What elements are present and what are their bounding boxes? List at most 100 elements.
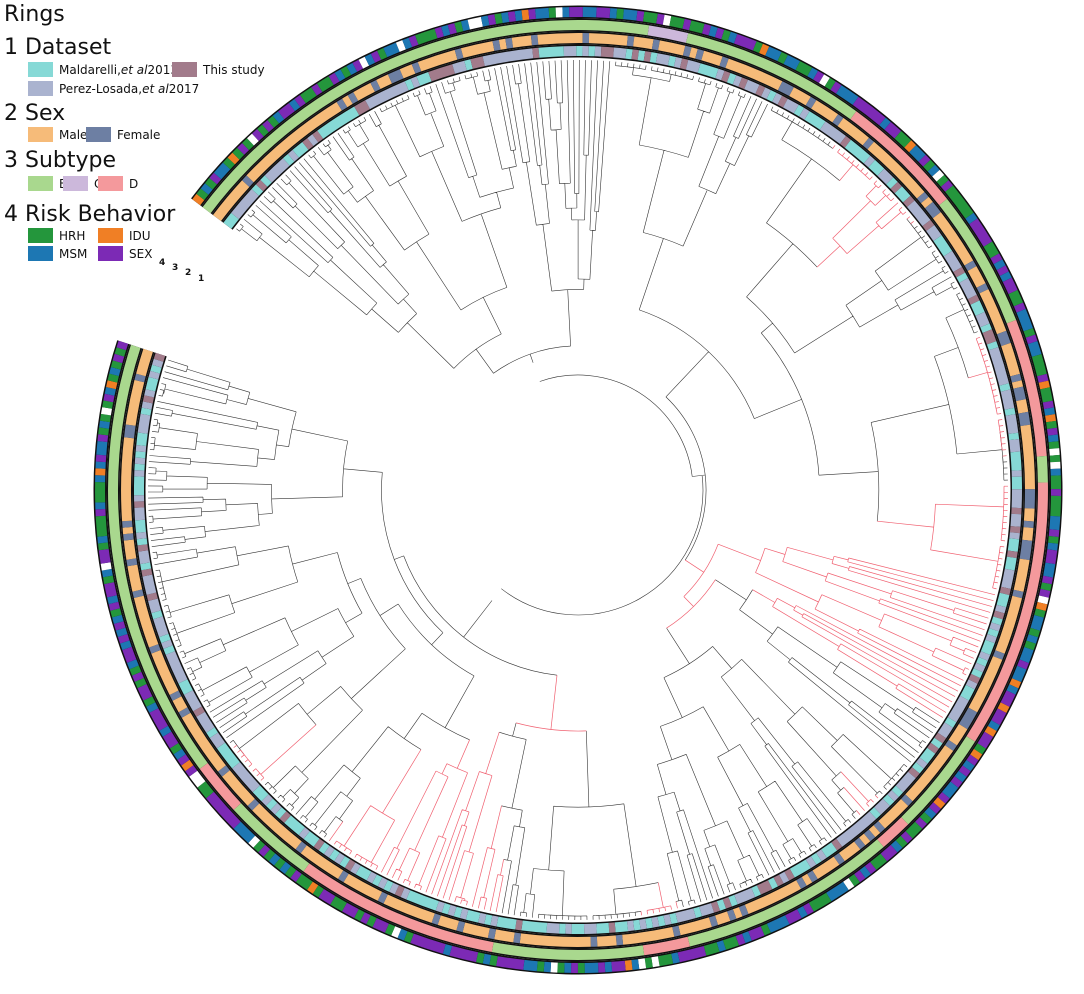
ring-4-risk-behavior-segment — [760, 923, 771, 936]
ring-4-risk-behavior-segment — [1050, 495, 1061, 517]
ring-1-dataset-segment — [895, 771, 916, 793]
ring-1-dataset-segment — [887, 790, 899, 802]
ring-4-risk-behavior-segment — [734, 34, 757, 51]
ring-2-sex-segment — [873, 821, 885, 833]
ring-1-dataset-segment — [435, 901, 445, 913]
ring-4-risk-behavior-segment — [954, 770, 967, 783]
ring-4-risk-behavior-segment — [1050, 461, 1061, 469]
swatch-maldarelli — [28, 62, 53, 77]
ring-1-dataset-segment — [953, 267, 966, 278]
ring-4-risk-behavior-segment — [1016, 308, 1033, 332]
ring-4-risk-behavior-segment — [113, 621, 126, 631]
ring-4-risk-behavior-segment — [984, 726, 997, 737]
ring-1-dataset-segment — [404, 78, 415, 91]
ring-4-risk-behavior-segment — [103, 393, 115, 403]
ring-4-risk-behavior-segment — [127, 659, 139, 670]
ring-1-dataset-segment — [406, 890, 439, 911]
ring-1-dataset-segment — [721, 70, 731, 83]
ring-4-risk-behavior-segment — [924, 807, 937, 819]
ring-1-dataset-segment — [312, 130, 324, 143]
ring-2-sex-segment — [178, 707, 191, 718]
ring-2-sex-segment — [932, 212, 974, 266]
ring-1-dataset-segment — [135, 451, 146, 459]
ring-1-dataset-segment — [339, 856, 351, 868]
ring-1-dataset-segment — [999, 383, 1011, 392]
ring-1-dataset-segment — [933, 235, 953, 257]
ring-1-dataset-segment — [637, 50, 646, 61]
ring-2-sex-segment — [336, 98, 348, 111]
ring-4-risk-behavior-segment — [945, 185, 974, 219]
ring-2-sex-segment — [732, 907, 743, 919]
ring-4-risk-behavior-segment — [1030, 615, 1044, 631]
ring-4-risk-behavior-segment — [1050, 475, 1061, 490]
ring-4-risk-behavior-segment — [879, 117, 891, 130]
ring-4-risk-behavior-segment — [95, 468, 106, 476]
ring-4-risk-behavior-segment — [312, 885, 324, 898]
ring-1-dataset-segment — [140, 562, 152, 571]
ring-3-subtype-segment — [491, 942, 645, 960]
ring-1-dataset-segment — [163, 645, 175, 655]
ring-2-sex-segment — [121, 437, 134, 522]
ring-4-risk-behavior-segment — [1048, 441, 1060, 449]
ring-4-risk-behavior-segment — [116, 340, 129, 351]
ring-4-risk-behavior-segment — [97, 535, 108, 544]
ring-1-dataset-segment — [261, 794, 273, 806]
ring-1-dataset-segment — [783, 98, 799, 114]
ring-4-risk-behavior-segment — [604, 961, 613, 973]
ring-2-sex-segment — [133, 595, 159, 648]
ring-2-sex-segment — [169, 690, 182, 701]
ring-2-sex-segment — [964, 260, 977, 271]
ring-2-sex-segment — [689, 47, 698, 59]
ring-1-dataset-segment — [891, 785, 904, 797]
ring-2-sex-segment — [1018, 411, 1031, 427]
ring-2-sex-segment — [1011, 380, 1024, 389]
ring-1-dataset-segment — [982, 329, 997, 345]
ring-1-dataset-segment — [930, 737, 943, 749]
ring-1-dataset-segment — [284, 815, 305, 836]
ring-1-dataset-segment — [927, 742, 939, 754]
ring-1-dataset-segment — [728, 894, 738, 907]
ring-4-risk-behavior-segment — [364, 53, 376, 66]
ring-1-dataset-segment — [165, 651, 188, 684]
ring-4-risk-behavior-segment — [1047, 427, 1058, 436]
ring-1-dataset-segment — [886, 177, 898, 189]
ring-1-dataset-segment — [947, 695, 969, 723]
ring-4-risk-behavior-segment — [209, 172, 222, 185]
ring-1-dataset-segment — [137, 413, 151, 434]
ring-1-dataset-segment — [416, 72, 432, 86]
ring-4-risk-behavior-segment — [1035, 602, 1048, 611]
ring-4-risk-behavior-segment — [1019, 647, 1034, 664]
ring-1-dataset-segment — [804, 111, 826, 130]
ring-4-risk-behavior-segment — [623, 9, 638, 21]
ring-1-dataset-segment — [151, 610, 163, 620]
ring-2-sex-segment — [1012, 589, 1024, 599]
ring-4-risk-behavior-segment — [95, 454, 107, 463]
ring-1-dataset-segment — [1011, 476, 1022, 490]
ring-2-sex-segment — [727, 909, 737, 921]
ring-4-risk-behavior-segment — [1025, 334, 1038, 345]
ring-4-risk-behavior-segment — [909, 145, 926, 162]
ring-1-dataset-segment — [594, 46, 602, 57]
ring-1-dataset-segment — [779, 871, 790, 884]
ring-1-dataset-segment — [178, 679, 193, 695]
ring-1-dataset-segment — [152, 358, 164, 368]
ring-4-risk-behavior-segment — [189, 770, 206, 788]
ring-4-risk-behavior-segment — [923, 159, 936, 172]
ring-2-sex-segment — [651, 39, 660, 51]
ring-1-dataset-segment — [693, 906, 702, 918]
ring-4-risk-behavior-segment — [864, 862, 877, 875]
ring-1-dataset-segment — [596, 922, 610, 934]
ring-1-dataset-segment — [715, 68, 725, 81]
ring-4-risk-behavior-segment — [1050, 468, 1061, 476]
ring-4-risk-behavior-segment — [482, 953, 492, 965]
ring-4-risk-behavior-segment — [307, 881, 319, 894]
ring-4-risk-behavior-segment — [582, 7, 597, 18]
ring-2-sex-segment — [582, 33, 590, 44]
ring-2-sex-segment — [701, 50, 723, 66]
ring-4-risk-behavior-segment — [942, 781, 959, 799]
ring-4-risk-behavior-segment — [1038, 380, 1050, 390]
ring-1-dataset-segment — [697, 63, 719, 79]
ring-4-risk-behavior-segment — [101, 568, 113, 578]
ring-4-risk-behavior-segment — [1042, 400, 1054, 410]
ring-4-risk-behavior-segment — [1000, 690, 1016, 707]
